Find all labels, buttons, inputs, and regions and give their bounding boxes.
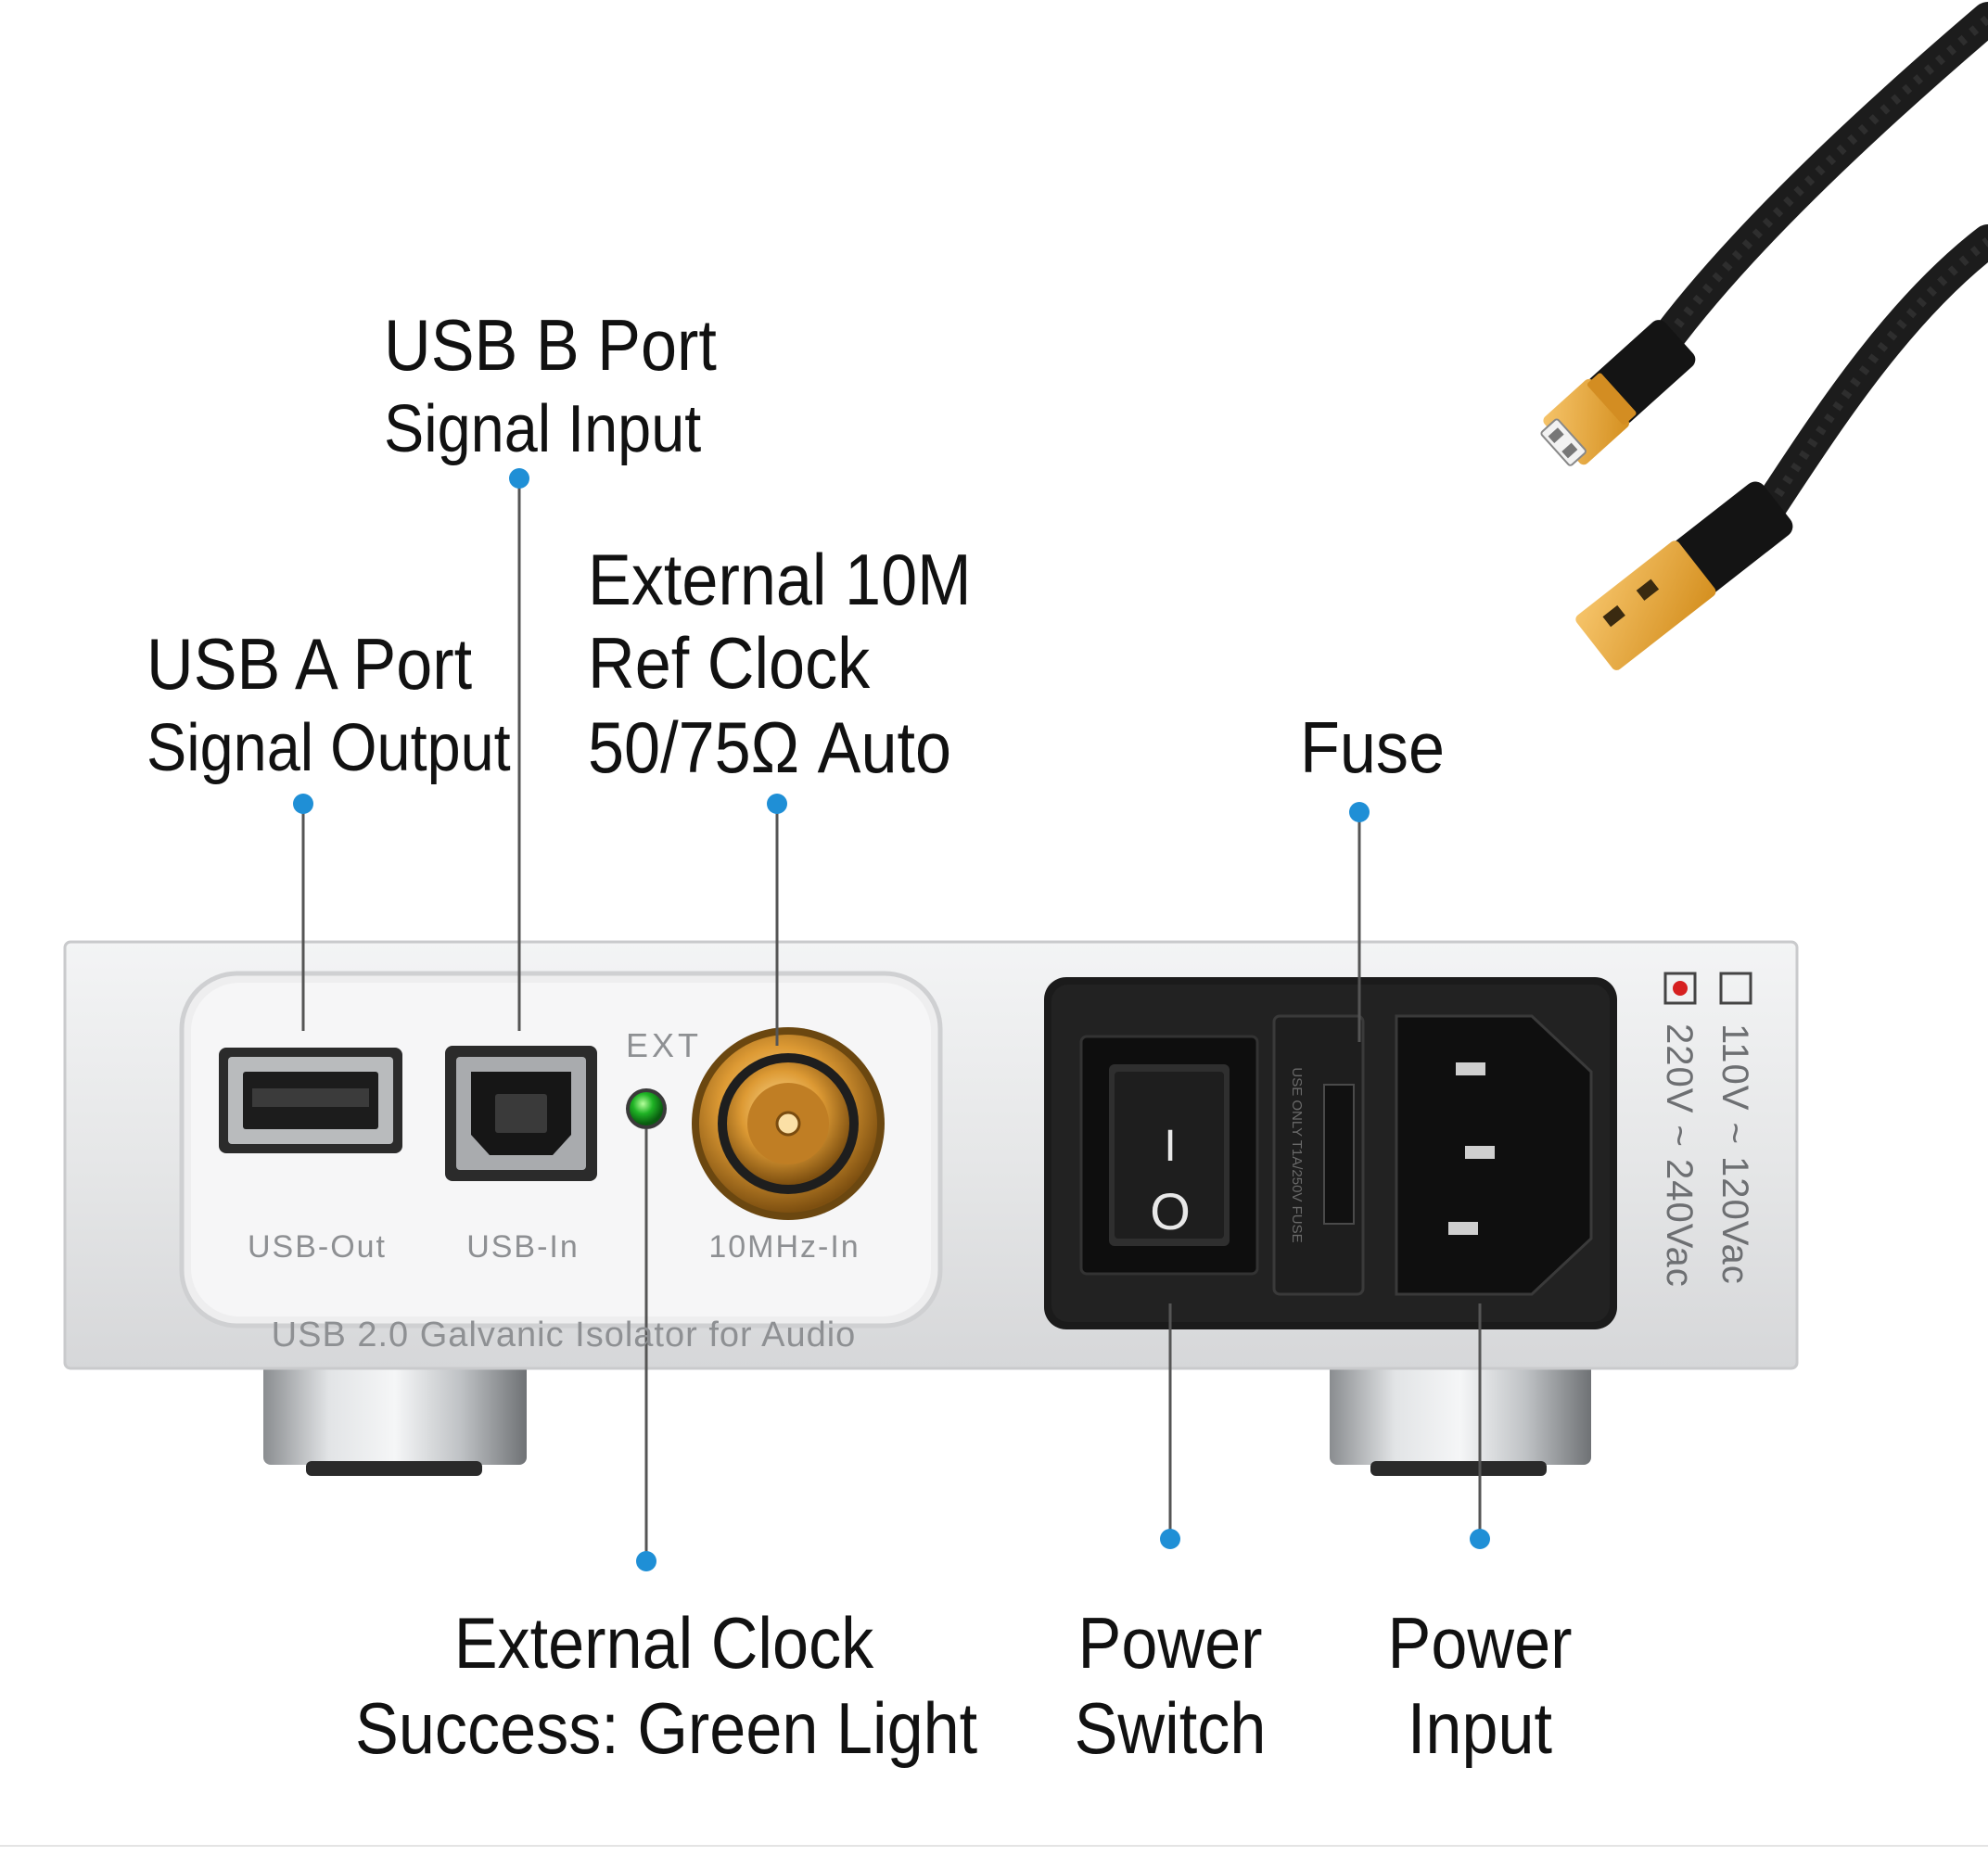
callout-power-input-line1: Power	[1387, 1602, 1573, 1684]
switch-off-symbol: O	[1150, 1182, 1191, 1240]
callout-led-subtitle: Success: Green Light	[355, 1687, 978, 1770]
usb-out-label: USB-Out	[248, 1229, 387, 1265]
callout-external-clock-input: External 10M Ref Clock 50/75Ω Auto	[588, 538, 972, 789]
rocker-switch-icon[interactable]	[1079, 1035, 1259, 1276]
callout-ext-clock-line2: Ref Clock	[588, 622, 871, 705]
callout-usb-a-port: USB A Port Signal Output	[147, 621, 511, 788]
callout-dots	[293, 468, 1490, 1571]
callout-usb-a-title: USB A Port	[147, 623, 473, 705]
right-foot	[1330, 1363, 1591, 1476]
callout-power-input-line2: Input	[1407, 1687, 1553, 1770]
product-name-label: USB 2.0 Galvanic Isolator for Audio	[272, 1316, 857, 1354]
usb-a-port-icon[interactable]	[219, 1048, 402, 1153]
clock-in-label: 10MHz-In	[708, 1229, 860, 1265]
callout-dot-fuse	[1349, 802, 1370, 822]
callout-dot-usb-a	[293, 794, 313, 814]
voltage-220-label: 220V ~ 240Vac	[1659, 1024, 1700, 1288]
callout-fuse: Fuse	[1300, 705, 1445, 792]
leader-lines	[301, 480, 1482, 1561]
usb-cable-icon	[1540, 2, 1988, 670]
callout-power-switch-line2: Switch	[1074, 1687, 1267, 1770]
callout-usb-a-subtitle: Signal Output	[147, 710, 511, 785]
fuse-marking-label: USE ONLY T1A/250V FUSE	[1289, 1067, 1305, 1242]
usb-b-port-icon[interactable]	[445, 1046, 597, 1181]
callout-power-input: Power Input	[1371, 1600, 1588, 1771]
callout-dot-power-input	[1470, 1529, 1490, 1549]
switch-on-symbol: I	[1164, 1122, 1176, 1171]
ext-label: EXT	[626, 1026, 702, 1064]
bottom-divider	[0, 1845, 1988, 1847]
callout-power-switch: Power Switch	[1062, 1600, 1279, 1771]
callout-dot-usb-b	[509, 468, 529, 489]
voltage-110-label: 110V ~ 120Vac	[1714, 1024, 1755, 1285]
callout-led-title: External Clock	[453, 1602, 874, 1684]
callout-usb-b-subtitle: Signal Input	[384, 391, 702, 466]
callout-ext-clock-line1: External 10M	[588, 539, 972, 620]
fuse-holder-icon[interactable]	[1272, 1014, 1365, 1296]
iec-power-inlet-icon[interactable]	[1395, 1014, 1593, 1296]
callout-dot-power-switch	[1160, 1529, 1180, 1549]
callout-ext-clock-line3: 50/75Ω Auto	[588, 706, 952, 788]
left-foot	[263, 1363, 527, 1476]
callout-external-clock-led: External Clock Success: Green Light	[355, 1600, 978, 1771]
callout-fuse-title: Fuse	[1300, 706, 1446, 788]
callout-power-switch-line1: Power	[1077, 1602, 1263, 1684]
callout-usb-b-title: USB B Port	[384, 304, 717, 386]
bnc-connector-icon[interactable]	[692, 1022, 885, 1220]
voltage-selector-indicators	[1663, 972, 1752, 1005]
callout-dot-led	[636, 1551, 656, 1571]
led-indicator-icon	[626, 1088, 667, 1129]
callout-dot-ext-clock	[767, 794, 787, 814]
callout-usb-b-port: USB B Port Signal Input	[384, 302, 717, 469]
usb-in-label: USB-In	[466, 1229, 580, 1265]
